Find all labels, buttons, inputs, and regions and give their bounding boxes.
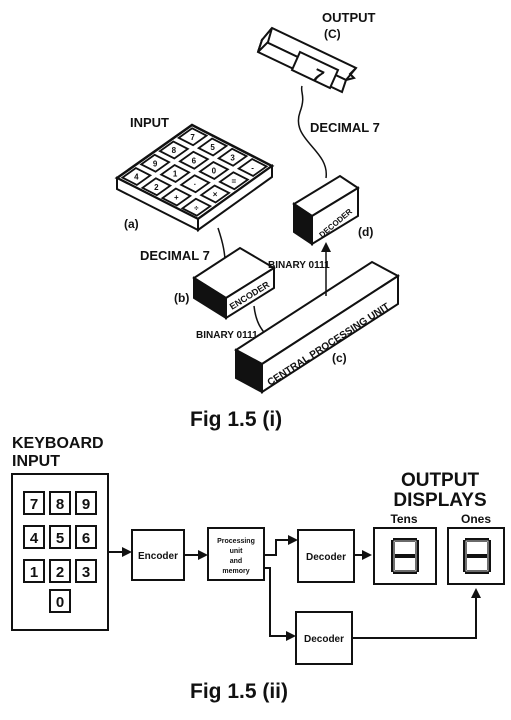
decoder-bottom-label: Decoder bbox=[304, 634, 344, 645]
fig-i: 7 OUTPUT (C) DECIMAL 7 7894561230·+-=×÷ … bbox=[114, 10, 400, 431]
output-display-device: 7 bbox=[256, 26, 358, 94]
keyboard-key-label: 5 bbox=[56, 530, 64, 547]
keyboard-key-label: 4 bbox=[30, 530, 39, 547]
keypad-key-label: 0 bbox=[212, 167, 217, 176]
processing-block bbox=[207, 527, 265, 581]
fig-i-caption: Fig 1.5 (i) bbox=[190, 408, 282, 431]
binary-left-label: BINARY 0111 bbox=[196, 330, 258, 341]
keyboard-key: 5 bbox=[49, 525, 71, 549]
output-displays-title-2: DISPLAYS bbox=[393, 490, 486, 511]
ones-label: Ones bbox=[461, 512, 491, 526]
ones-display bbox=[447, 527, 505, 585]
keypad-key: 3 bbox=[216, 147, 249, 167]
keypad-key-label: - bbox=[251, 164, 254, 173]
keyboard-title-line1: KEYBOARD bbox=[12, 435, 104, 452]
encoder-box: ENCODER bbox=[192, 246, 276, 320]
keypad-key: 8 bbox=[158, 140, 190, 160]
decoder-top-label: Decoder bbox=[306, 552, 346, 563]
keyboard-key: 4 bbox=[23, 525, 45, 549]
ones-seven-segment bbox=[463, 538, 491, 574]
keypad-key: ÷ bbox=[180, 197, 213, 217]
encoder-block-label: Encoder bbox=[138, 551, 178, 562]
keyboard-key: 9 bbox=[75, 491, 97, 515]
keyboard-key-label: 3 bbox=[82, 564, 90, 581]
keyboard-key: 8 bbox=[49, 491, 71, 515]
keyboard-key-label: 8 bbox=[56, 496, 64, 513]
keypad-key-label: 2 bbox=[154, 183, 159, 192]
processing-to-decoder-top-arrow bbox=[264, 535, 298, 556]
keypad-key: 5 bbox=[196, 137, 229, 157]
decoder-box: DECODER bbox=[292, 174, 360, 246]
binary-right-label: BINARY 0111 bbox=[268, 260, 330, 271]
keyboard-key-label: 0 bbox=[56, 594, 64, 611]
processing-label-4: memory bbox=[222, 568, 249, 575]
processing-label-1: Processing bbox=[217, 538, 255, 545]
keyboard-key-label: 9 bbox=[82, 496, 90, 513]
keypad-key-label: + bbox=[174, 193, 179, 202]
keyboard-key-label: 7 bbox=[30, 496, 38, 513]
keypad-key: - bbox=[236, 157, 269, 178]
processing-label-2: unit bbox=[230, 548, 243, 555]
keypad-key: 6 bbox=[178, 150, 210, 170]
decimal-out-label: DECIMAL 7 bbox=[310, 120, 380, 135]
processing-label-3: and bbox=[230, 558, 242, 565]
keyboard-key: 0 bbox=[49, 589, 71, 613]
decoder-top-block bbox=[297, 529, 355, 583]
keypad-keys: 7 8 9 4 5 6 1 2 3 0 · + - = × ÷ bbox=[120, 127, 269, 217]
encoder-block bbox=[131, 529, 185, 581]
tens-label: Tens bbox=[390, 512, 417, 526]
keyboard-key: 1 bbox=[23, 559, 45, 583]
keypad-key-label: = bbox=[232, 177, 237, 186]
keypad-key-label: ÷ bbox=[194, 203, 199, 212]
keypad-device: 7 8 9 4 5 6 1 2 3 0 · + - = × ÷ bbox=[114, 123, 275, 232]
processing-to-decoder-bottom-arrow bbox=[264, 567, 296, 641]
keypad-key-label: · bbox=[194, 180, 197, 189]
keyboard-key: 7 bbox=[23, 491, 45, 515]
keypad-key: + bbox=[160, 187, 193, 207]
tens-seven-segment bbox=[391, 538, 419, 574]
output-tag: (C) bbox=[324, 27, 341, 41]
decoder-to-ones-arrow bbox=[352, 588, 481, 639]
keypad-key-label: × bbox=[213, 190, 218, 199]
keypad-key: 9 bbox=[139, 153, 171, 173]
keyboard-key-label: 2 bbox=[56, 564, 64, 581]
keypad-key-label: 9 bbox=[153, 159, 158, 168]
keypad-key-label: 5 bbox=[210, 143, 215, 152]
output-displays-title-1: OUTPUT bbox=[401, 470, 480, 491]
encoder-tag: (b) bbox=[174, 291, 189, 305]
keypad-key-label: 3 bbox=[230, 153, 235, 162]
keypad-key-label: 1 bbox=[173, 170, 178, 179]
decoder-to-display-wire bbox=[297, 85, 327, 179]
keypad-key: × bbox=[199, 184, 231, 204]
keypad-key: 4 bbox=[120, 166, 153, 187]
keyboard-key: 6 bbox=[75, 525, 97, 549]
keyboard-key-label: 1 bbox=[30, 564, 38, 581]
decoder-tag: (d) bbox=[358, 225, 373, 239]
keyboard-title-line2: INPUT bbox=[12, 453, 60, 470]
cpu-tag: (c) bbox=[332, 351, 347, 365]
keyboard-key: 2 bbox=[49, 559, 71, 583]
keyboard-key: 3 bbox=[75, 559, 97, 583]
keypad-tag: (a) bbox=[124, 217, 139, 231]
keypad-key-label: 7 bbox=[190, 133, 195, 142]
keypad-key: = bbox=[218, 171, 250, 191]
keypad-key: 7 bbox=[176, 127, 209, 147]
keypad-key: 1 bbox=[159, 163, 191, 184]
input-label: INPUT bbox=[130, 115, 169, 130]
keypad-key-label: 4 bbox=[134, 173, 139, 182]
output-label: OUTPUT bbox=[322, 10, 376, 25]
keypad-key: 0 bbox=[198, 160, 230, 181]
keyboard-key-label: 6 bbox=[82, 530, 90, 547]
keypad-key: 2 bbox=[140, 177, 173, 197]
keypad-key-label: 8 bbox=[172, 146, 177, 155]
decimal-in-label: DECIMAL 7 bbox=[140, 248, 210, 263]
keypad-key: · bbox=[179, 174, 211, 194]
fig-ii-caption: Fig 1.5 (ii) bbox=[190, 680, 288, 703]
keypad-key-label: 6 bbox=[192, 156, 197, 165]
